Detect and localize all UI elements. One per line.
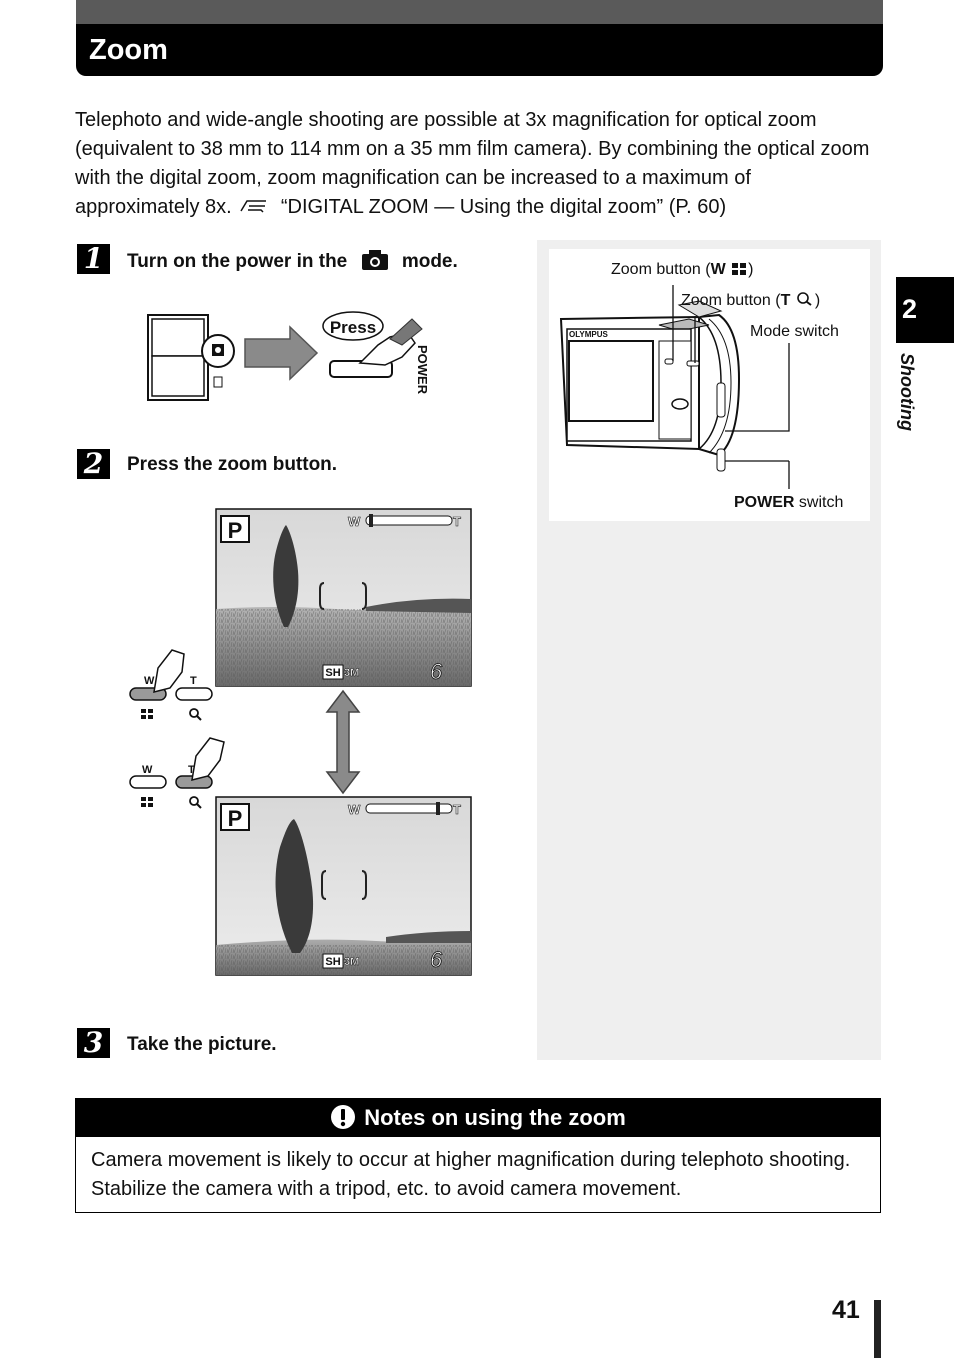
press-label: Press bbox=[330, 318, 376, 337]
notes-header: Notes on using the zoom bbox=[76, 1099, 880, 1137]
notes-box: Notes on using the zoom Camera movement … bbox=[75, 1098, 881, 1213]
zoom-bar bbox=[365, 515, 453, 526]
zoom-indicator bbox=[436, 802, 440, 815]
tele-magnify-icon bbox=[797, 292, 812, 306]
af-frame bbox=[319, 582, 367, 610]
notes-title: Notes on using the zoom bbox=[364, 1105, 626, 1130]
size-label: 3M bbox=[344, 667, 359, 679]
zoom-buttons-w-pressed: W T bbox=[129, 649, 213, 721]
tree-icon bbox=[275, 819, 314, 953]
zoom-w-close: ) bbox=[748, 261, 754, 278]
zoom-t-close: ) bbox=[814, 292, 821, 309]
title-bar: Zoom bbox=[76, 0, 883, 76]
title-stripe bbox=[76, 0, 883, 24]
intro-text: Telephoto and wide-angle shooting are po… bbox=[75, 109, 870, 218]
zoom-t-key: T bbox=[780, 292, 791, 309]
mode-p-label: P bbox=[228, 518, 243, 543]
press-bubble bbox=[322, 311, 384, 341]
zoom-indicator bbox=[369, 514, 373, 527]
power-figure: Press POWER bbox=[147, 311, 430, 401]
finger-icon bbox=[153, 649, 185, 694]
camera-zoom-t-button bbox=[686, 360, 700, 367]
zoom-t-prefix: Zoom button ( bbox=[681, 292, 781, 309]
reference-hand-icon bbox=[240, 200, 267, 213]
zoom-w-label: W bbox=[348, 802, 361, 817]
push-arrow-icon bbox=[389, 318, 423, 346]
arrow-right-icon bbox=[244, 325, 319, 381]
mode-switch-callout: Mode switch bbox=[750, 323, 839, 340]
camera-mode-icon bbox=[361, 250, 388, 270]
camera-zoom-w-button bbox=[664, 358, 674, 365]
intro-reference: “DIGITAL ZOOM — Using the digital zoom” … bbox=[280, 196, 727, 218]
frames-label: 6 bbox=[430, 947, 443, 972]
power-switch-bold: POWER bbox=[734, 494, 795, 511]
lcd-screen-tele: P W T SH 3M 6 bbox=[215, 796, 472, 976]
w-label: W bbox=[142, 764, 153, 776]
zoom-t-callout: Zoom button (T ) bbox=[681, 291, 820, 311]
exclamation-icon bbox=[331, 1105, 356, 1129]
step-3-text: Take the picture. bbox=[127, 1034, 277, 1055]
step-2-number: 2 bbox=[77, 449, 110, 479]
t-label: T bbox=[188, 764, 195, 776]
step-2-text: Press the zoom button. bbox=[127, 454, 338, 475]
quality-label: SH bbox=[325, 667, 340, 679]
intro-paragraph: Telephoto and wide-angle shooting are po… bbox=[75, 106, 875, 222]
lcd-screen-wide: P W T SH 3M 6 bbox=[215, 508, 472, 687]
tele-magnify-icon bbox=[189, 796, 202, 809]
w-label: W bbox=[144, 675, 155, 687]
camera-diagram: OLYMPUS bbox=[559, 285, 790, 489]
chapter-number: 2 bbox=[902, 294, 918, 324]
power-switch-callout: POWER switch bbox=[734, 493, 843, 513]
tele-magnify-icon bbox=[189, 708, 202, 721]
power-switch-rest: switch bbox=[794, 494, 844, 511]
wide-index-icon bbox=[141, 797, 153, 807]
w-button bbox=[129, 775, 167, 789]
zoom-t-label: T bbox=[453, 802, 461, 817]
t-button bbox=[175, 687, 213, 701]
tree-icon bbox=[273, 525, 299, 627]
power-label: POWER bbox=[415, 345, 430, 395]
lcd-display bbox=[568, 340, 654, 422]
section-label-text: Shooting bbox=[897, 353, 917, 431]
page-number: 41 bbox=[832, 1296, 860, 1324]
zoom-bar bbox=[365, 803, 453, 814]
mode-switch bbox=[716, 382, 726, 418]
mode-p-label: P bbox=[228, 806, 243, 831]
double-arrow-icon bbox=[325, 689, 361, 795]
zoom-w-prefix: Zoom button ( bbox=[611, 261, 711, 278]
quality-label: SH bbox=[325, 956, 340, 968]
zoom-w-key: W bbox=[710, 261, 726, 278]
frames-label: 6 bbox=[430, 659, 443, 684]
t-label: T bbox=[190, 675, 197, 687]
step-1-text-before: Turn on the power in the bbox=[127, 251, 348, 272]
af-frame bbox=[321, 870, 367, 900]
power-switch bbox=[716, 448, 726, 472]
step-3-number: 3 bbox=[77, 1028, 110, 1058]
wide-index-icon bbox=[732, 263, 747, 275]
zoom-buttons-t-pressed: W T bbox=[129, 737, 225, 809]
chapter-tab: 2 bbox=[896, 277, 954, 343]
finger-icon bbox=[191, 737, 225, 782]
wide-index-icon bbox=[141, 709, 153, 719]
notes-body: Camera movement is likely to occur at hi… bbox=[91, 1149, 851, 1200]
camera-button bbox=[671, 398, 689, 410]
size-label: 3M bbox=[344, 956, 359, 968]
zoom-t-label: T bbox=[453, 514, 461, 529]
zoom-w-label: W bbox=[348, 514, 361, 529]
zoom-w-callout: Zoom button (W ) bbox=[611, 260, 754, 280]
brand-label: OLYMPUS bbox=[569, 330, 608, 339]
page-number-bar bbox=[874, 1300, 881, 1358]
page-title: Zoom bbox=[89, 34, 168, 66]
section-label: Shooting bbox=[893, 353, 917, 445]
step-1-text-after: mode. bbox=[401, 251, 458, 272]
step-1-number: 1 bbox=[77, 244, 110, 274]
step-1-text: Turn on the power in the mode. bbox=[127, 250, 458, 274]
